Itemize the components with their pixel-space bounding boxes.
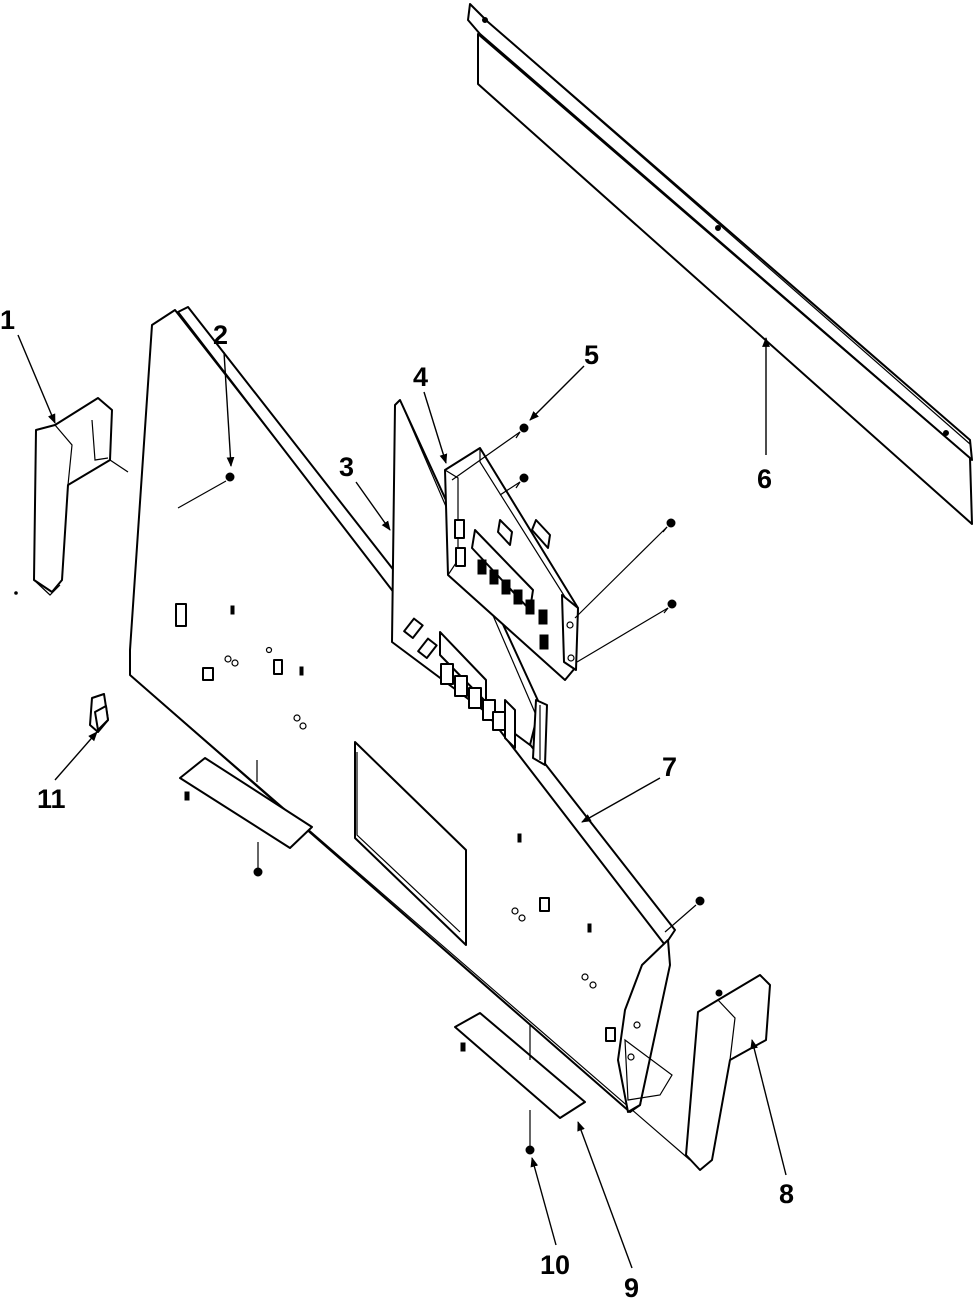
callout-10: 10 (540, 1250, 570, 1280)
electronic-control-part-4[interactable] (444, 447, 579, 681)
callout-6: 6 (757, 464, 772, 494)
callout-4: 4 (413, 362, 428, 392)
callout-2: 2 (213, 320, 228, 350)
leader-lines (17, 334, 787, 1269)
callout-labels: 1 2 3 4 5 6 7 8 9 10 11 (0, 305, 794, 1303)
callout-1: 1 (0, 305, 15, 335)
callout-3: 3 (339, 452, 354, 482)
callout-11: 11 (37, 784, 66, 814)
right-end-cap-part-8[interactable] (685, 974, 771, 1171)
callout-8: 8 (779, 1179, 794, 1209)
callout-9: 9 (624, 1273, 639, 1303)
trim-strip-part-6[interactable] (467, 3, 973, 525)
callout-5: 5 (584, 340, 599, 370)
screws-part-2[interactable] (177, 472, 705, 933)
switch-clip-part-11[interactable] (89, 693, 109, 733)
left-end-cap-part-1[interactable] (33, 397, 129, 596)
screws-part-10[interactable] (253, 842, 535, 1155)
stray-dot (14, 591, 18, 595)
callout-7: 7 (662, 752, 677, 782)
access-cover-part-9[interactable] (179, 757, 586, 1119)
screws-part-5[interactable] (451, 423, 677, 663)
